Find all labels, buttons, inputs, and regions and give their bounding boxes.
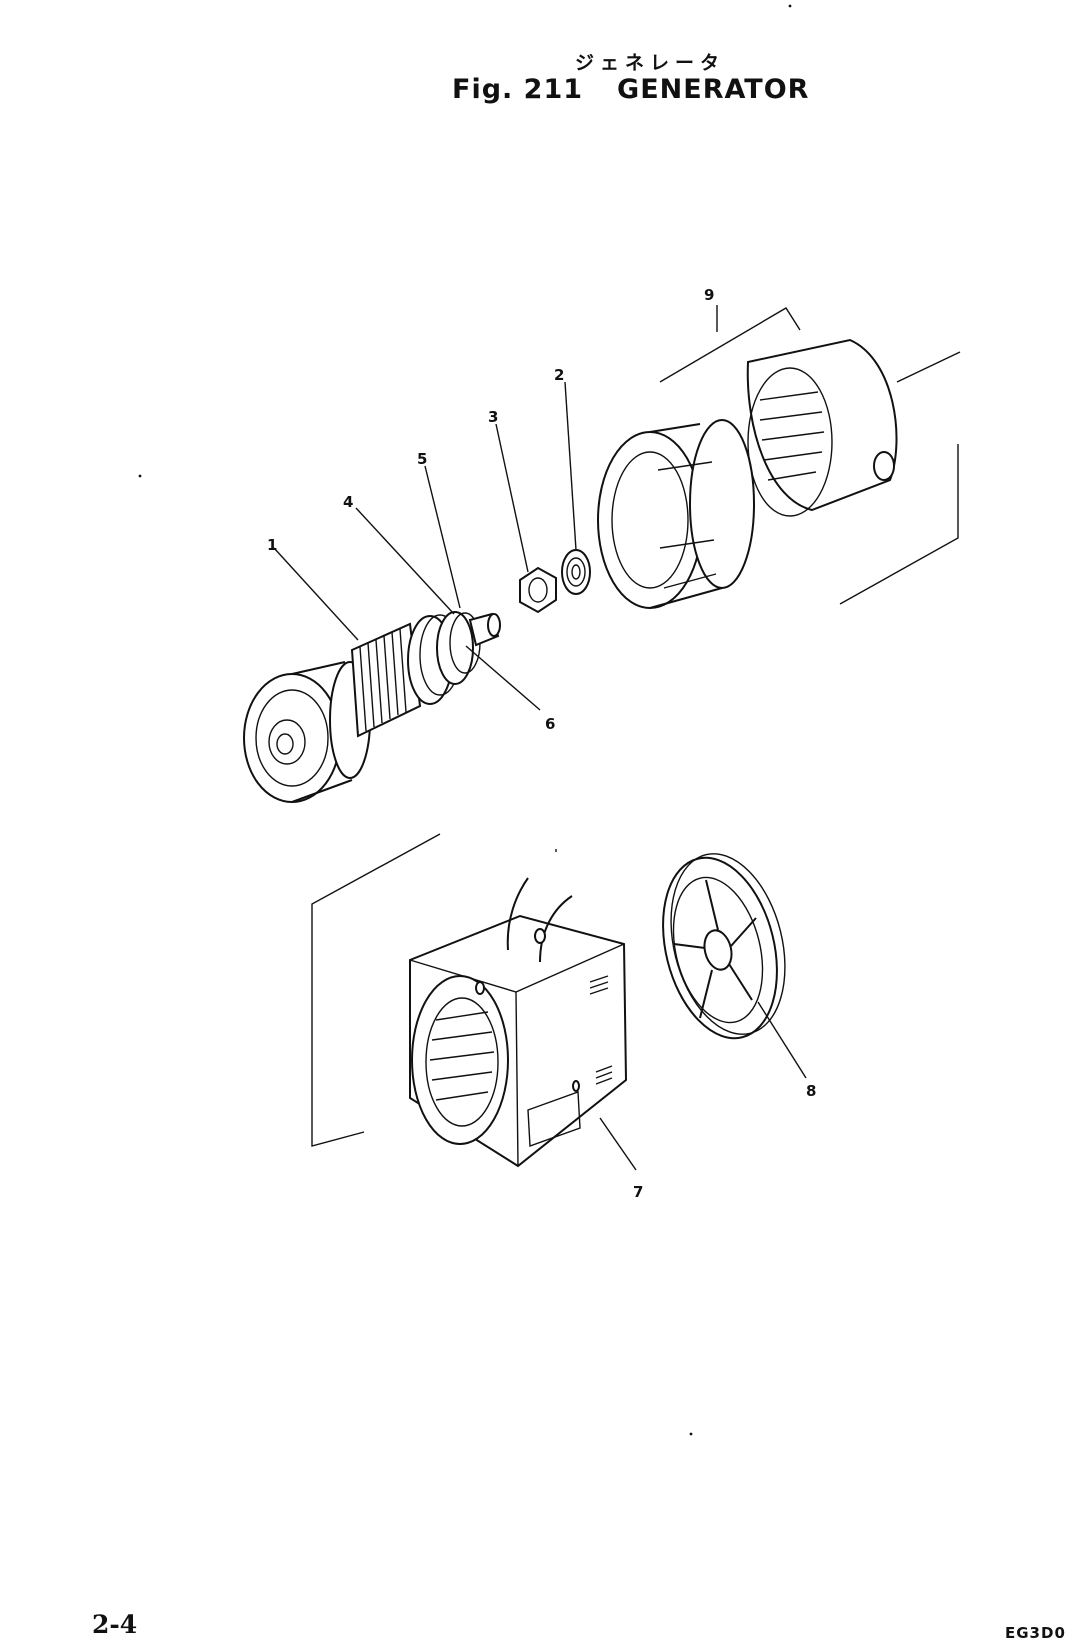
title-kana: ジェネレータ (575, 52, 726, 74)
callout-6: 6 (545, 715, 555, 733)
part-fan (662, 853, 786, 1040)
part-bracket-cover (597, 305, 961, 609)
callout-4: 4 (343, 493, 353, 511)
callout-1: 1 (267, 536, 277, 554)
callout-7: 7 (633, 1183, 643, 1201)
callout-3: 3 (488, 408, 498, 426)
callout-9: 9 (704, 286, 714, 304)
figure-name: GENERATOR (617, 74, 810, 105)
drawing-code: EG3D0 (1005, 1624, 1066, 1642)
callout-5: 5 (417, 450, 427, 468)
part-bearing (561, 549, 591, 595)
page-number: 2-4 (92, 1610, 138, 1639)
scan-specks (138, 4, 792, 1436)
figure-number: Fig. 211 (452, 74, 584, 105)
callout-8: 8 (806, 1082, 816, 1100)
part-stator-frame (311, 833, 628, 1168)
figure-title: Fig. 211 GENERATOR (452, 74, 809, 105)
leader-lines (273, 381, 807, 1171)
callout-2: 2 (554, 366, 564, 384)
part-nut (519, 566, 557, 614)
part-rotor (243, 611, 501, 803)
